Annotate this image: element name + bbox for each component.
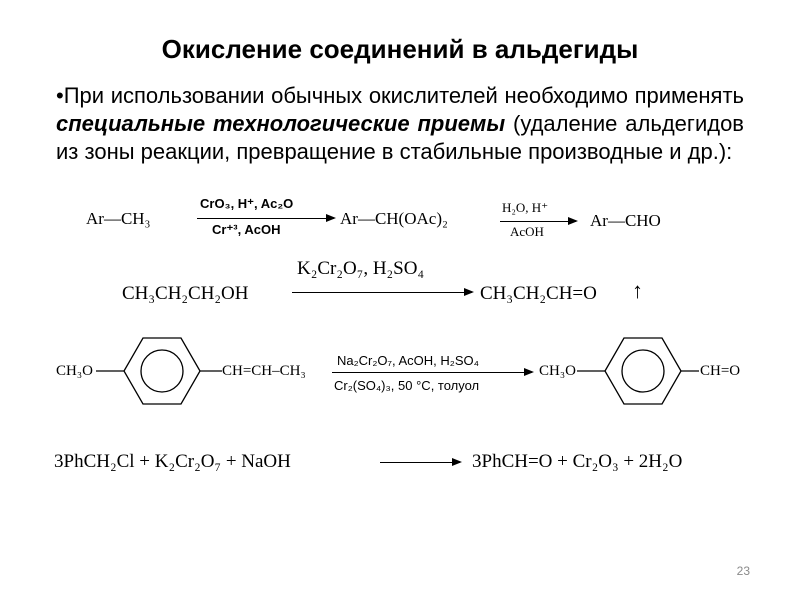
r2-product: CH₃CH₂CH=O [480,283,597,304]
benzene-ring-icon [96,337,222,405]
r2-reagents: K₂Cr₂O₇, H₂SO₄ [297,258,425,279]
r3-conditions-above: Na₂Cr₂O₇, AcOH, H₂SO₄ [337,353,479,368]
r1-product: Ar—CHO [590,211,661,230]
bullet-text-start: При использовании обычных окислителей не… [63,83,744,108]
r3-arrow [332,367,534,376]
r1-step1-conditions-above: CrO₃, H⁺, Ac₂O [200,196,294,211]
bullet-paragraph: •При использовании обычных окислителей н… [56,82,744,166]
r3-reactant-methoxy: CH₃O [56,363,93,379]
r1-intermediate: Ar—CH(OAc)₂ [340,209,448,228]
r3-product-methoxy: CH₃O [539,363,576,379]
r4-products: 3PhCH=O + Cr₂O₃ + 2H₂O [472,451,683,472]
r4-arrow [380,457,462,466]
slide-title: Окисление соединений в альдегиды [161,34,639,64]
r3-product-aldehyde: CH=O [700,363,741,379]
bullet-emphasis: специальные технологические приемы [56,111,506,136]
r1-step1-conditions-below: Cr⁺³, AcOH [212,222,281,237]
r1-step2-conditions-below: AcOH [510,224,544,239]
bullet-marker: • [56,83,64,108]
r2-reactant: CH₃CH₂CH₂OH [122,283,249,304]
r3-reactant-propenyl: CH=CH–CH₃ [222,363,306,379]
r1-reactant: Ar—CH₃ [86,209,151,228]
bullet-text-end: (удаление альдегидов из зоны реакции, пр… [56,111,744,164]
r3-conditions-below: Cr₂(SO₄)₃, 50 °C, толуол [334,378,480,393]
r4-reactants: 3PhCH₂Cl + K₂Cr₂O₇ + NaOH [54,451,291,472]
r2-arrow [292,287,474,296]
r1-arrow-2 [500,216,578,225]
r2-gas-arrow: ↑ [632,278,643,303]
r1-step2-conditions-above: H₂O, H⁺ [502,200,549,215]
page-number: 23 [736,564,750,578]
r1-arrow-1 [197,213,336,222]
benzene-ring-icon [577,337,699,405]
